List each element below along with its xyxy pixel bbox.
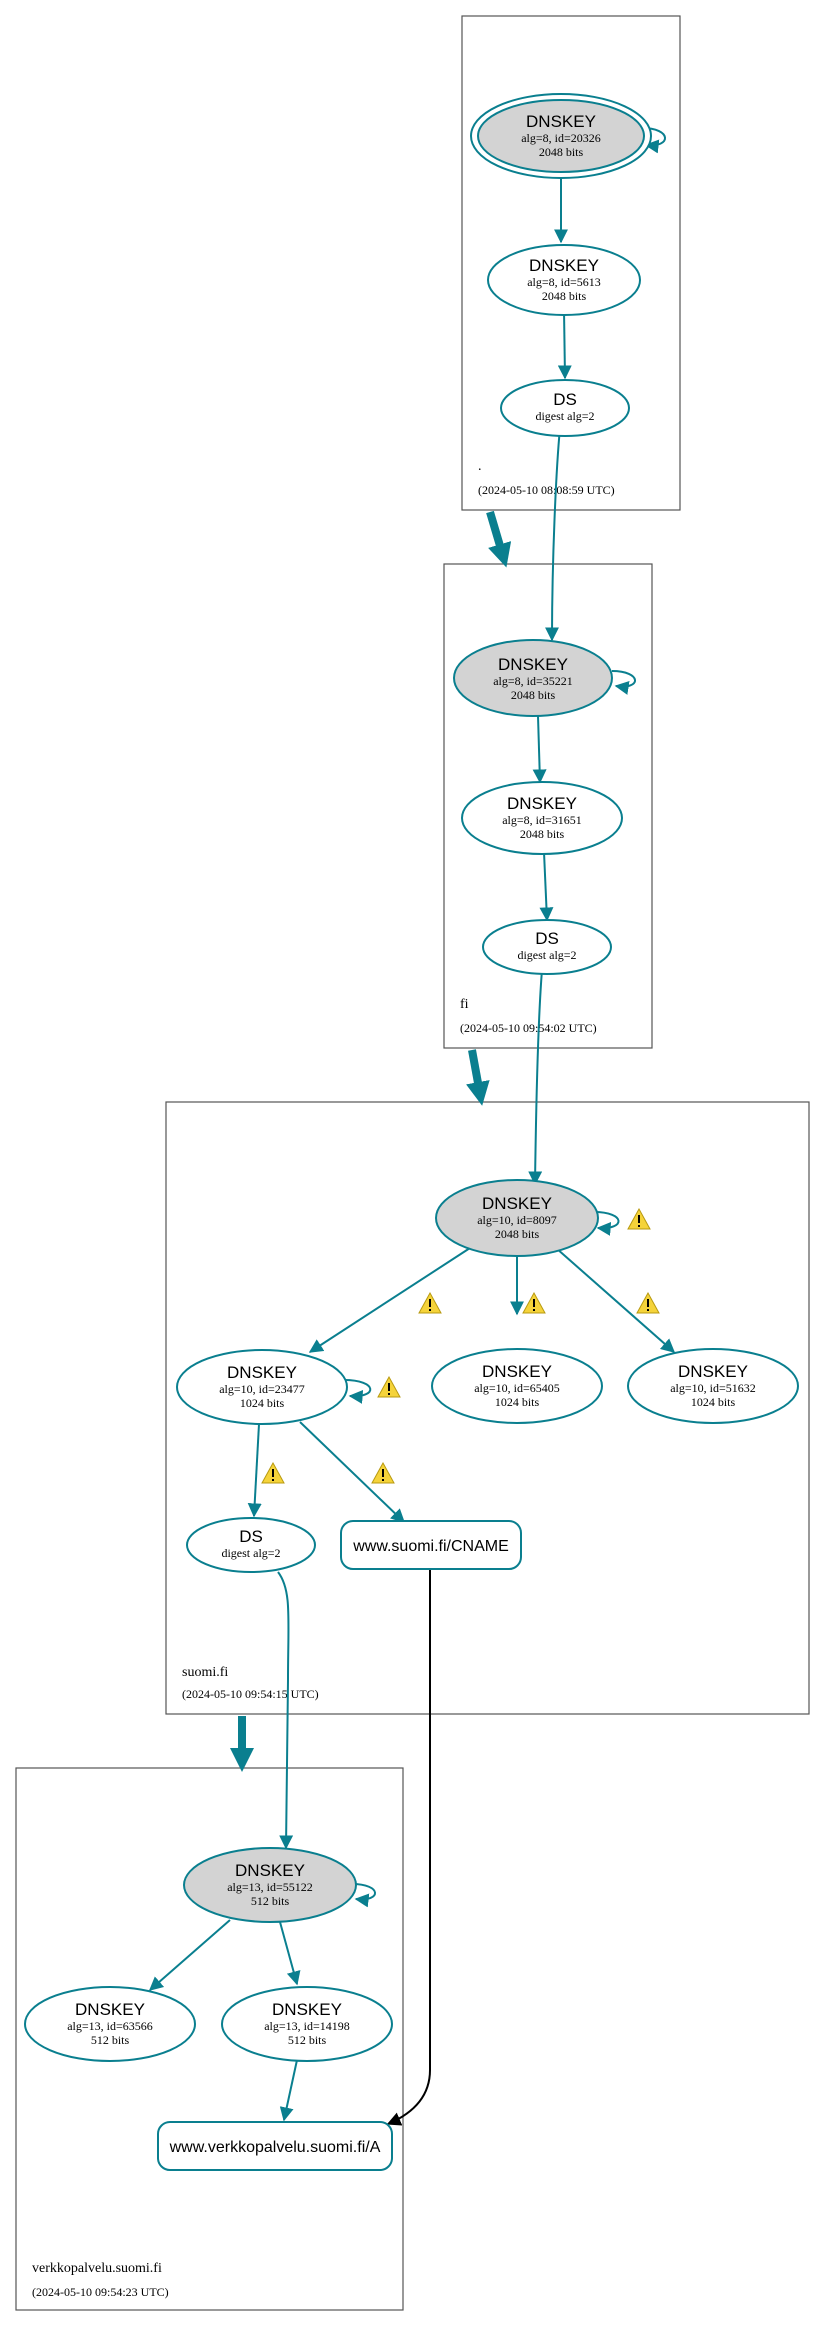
node-title: DNSKEY — [227, 1363, 297, 1382]
node-verkko-zsk1[interactable]: DNSKEY alg=13, id=63566 512 bits — [24, 1986, 196, 2062]
node-detail: digest alg=2 — [535, 409, 594, 423]
node-fi-ds[interactable]: DS digest alg=2 — [482, 919, 612, 975]
zone-root-name: . — [478, 459, 482, 474]
node-detail: alg=13, id=14198 — [264, 2019, 350, 2033]
zone-verkko-name: verkkopalvelu.suomi.fi — [32, 2261, 162, 2276]
edge-suomi-ksk-zsk3 — [555, 1247, 676, 1353]
edge-fi-ds-suomi-ksk — [528, 969, 543, 1186]
edge-suomi-ksk-zsk1 — [308, 1247, 471, 1353]
zone-root-timestamp: (2024-05-10 08:08:59 UTC) — [478, 483, 615, 497]
zone-suomi-timestamp: (2024-05-10 09:54:15 UTC) — [182, 1687, 319, 1701]
edge-root-ds-fi-ksk — [545, 427, 561, 642]
zone-verkko-timestamp: (2024-05-10 09:54:23 UTC) — [32, 2285, 169, 2299]
node-root-zsk[interactable]: DNSKEY alg=8, id=5613 2048 bits — [487, 244, 641, 316]
node-detail: 512 bits — [251, 1894, 290, 1908]
node-title: DNSKEY — [498, 655, 568, 674]
node-detail: alg=10, id=23477 — [219, 1382, 305, 1396]
rr-label: www.suomi.fi/CNAME — [352, 1538, 509, 1555]
edge-cname-to-a — [386, 1570, 431, 2126]
node-title: DNSKEY — [482, 1194, 552, 1213]
edge-suomi-ds-verkko-ksk — [277, 1571, 294, 1850]
node-suomi-zsk3[interactable]: DNSKEY alg=10, id=51632 1024 bits — [627, 1348, 799, 1424]
zone-fi-name: fi — [460, 997, 469, 1012]
node-title: DS — [239, 1527, 263, 1546]
node-detail: 512 bits — [91, 2033, 130, 2047]
zone-suomi-name: suomi.fi — [182, 1665, 228, 1680]
node-title: DS — [535, 929, 559, 948]
node-detail: alg=8, id=20326 — [521, 131, 601, 145]
node-root-ksk[interactable]: DNSKEY alg=8, id=20326 2048 bits — [470, 93, 652, 179]
node-title: DNSKEY — [529, 256, 599, 275]
node-detail: alg=10, id=65405 — [474, 1381, 560, 1395]
node-root-ds[interactable]: DS digest alg=2 — [500, 379, 630, 437]
node-detail: 2048 bits — [539, 145, 584, 159]
node-title: DNSKEY — [526, 112, 596, 131]
node-title: DNSKEY — [272, 2000, 342, 2019]
node-detail: 2048 bits — [511, 688, 556, 702]
node-detail: alg=10, id=8097 — [477, 1213, 557, 1227]
self-loop-suomi-zsk1 — [343, 1379, 372, 1404]
node-suomi-ds[interactable]: DS digest alg=2 — [186, 1517, 316, 1573]
node-title: DNSKEY — [507, 794, 577, 813]
node-title: DS — [553, 390, 577, 409]
node-title: DNSKEY — [75, 2000, 145, 2019]
self-loop-suomi-ksk — [593, 1211, 620, 1236]
node-suomi-cname[interactable]: www.suomi.fi/CNAME — [340, 1520, 522, 1570]
edge-fi-ksk-zsk — [532, 715, 547, 784]
node-title: DNSKEY — [235, 1861, 305, 1880]
node-detail: 2048 bits — [495, 1227, 540, 1241]
edge-suomi-zsk1-cname — [299, 1421, 406, 1523]
edge-verkko-ksk-zsk1 — [148, 1919, 231, 1991]
node-suomi-zsk2[interactable]: DNSKEY alg=10, id=65405 1024 bits — [431, 1348, 603, 1424]
node-detail: 1024 bits — [691, 1395, 736, 1409]
edge-root-zsk-ds — [557, 309, 572, 380]
node-suomi-ksk[interactable]: DNSKEY alg=10, id=8097 2048 bits — [435, 1179, 599, 1257]
node-detail: alg=8, id=35221 — [493, 674, 573, 688]
delegation-arrow-fi-suomi — [466, 1049, 490, 1106]
node-verkko-zsk2[interactable]: DNSKEY alg=13, id=14198 512 bits — [221, 1986, 393, 2062]
zone-fi-timestamp: (2024-05-10 09:54:02 UTC) — [460, 1021, 597, 1035]
node-detail: alg=13, id=63566 — [67, 2019, 153, 2033]
self-loop-fi-ksk — [611, 670, 636, 695]
node-detail: digest alg=2 — [221, 1546, 280, 1560]
node-title: DNSKEY — [678, 1362, 748, 1381]
node-detail: alg=8, id=5613 — [527, 275, 601, 289]
node-suomi-zsk1[interactable]: DNSKEY alg=10, id=23477 1024 bits — [176, 1349, 348, 1425]
node-fi-ksk[interactable]: DNSKEY alg=8, id=35221 2048 bits — [453, 639, 613, 717]
node-detail: alg=13, id=55122 — [227, 1880, 313, 1894]
node-detail: 512 bits — [288, 2033, 327, 2047]
node-detail: 1024 bits — [240, 1396, 285, 1410]
node-detail: 2048 bits — [542, 289, 587, 303]
delegation-arrow-root-fi — [486, 510, 512, 568]
edge-suomi-zsk1-ds — [247, 1423, 262, 1518]
node-detail: alg=8, id=31651 — [502, 813, 582, 827]
edge-verkko-zsk2-a — [279, 2059, 298, 2122]
node-fi-zsk[interactable]: DNSKEY alg=8, id=31651 2048 bits — [461, 781, 623, 855]
node-detail: alg=10, id=51632 — [670, 1381, 756, 1395]
node-detail: 1024 bits — [495, 1395, 540, 1409]
edge-fi-zsk-ds — [539, 851, 554, 922]
node-title: DNSKEY — [482, 1362, 552, 1381]
node-verkko-ksk[interactable]: DNSKEY alg=13, id=55122 512 bits — [183, 1847, 357, 1923]
self-loop-verkko-ksk — [351, 1883, 376, 1908]
rr-label: www.verkkopalvelu.suomi.fi/A — [169, 2139, 381, 2156]
edge-verkko-ksk-zsk2 — [279, 1921, 301, 1986]
node-detail: digest alg=2 — [517, 948, 576, 962]
node-verkko-a[interactable]: www.verkkopalvelu.suomi.fi/A — [157, 2121, 393, 2171]
node-detail: 2048 bits — [520, 827, 565, 841]
